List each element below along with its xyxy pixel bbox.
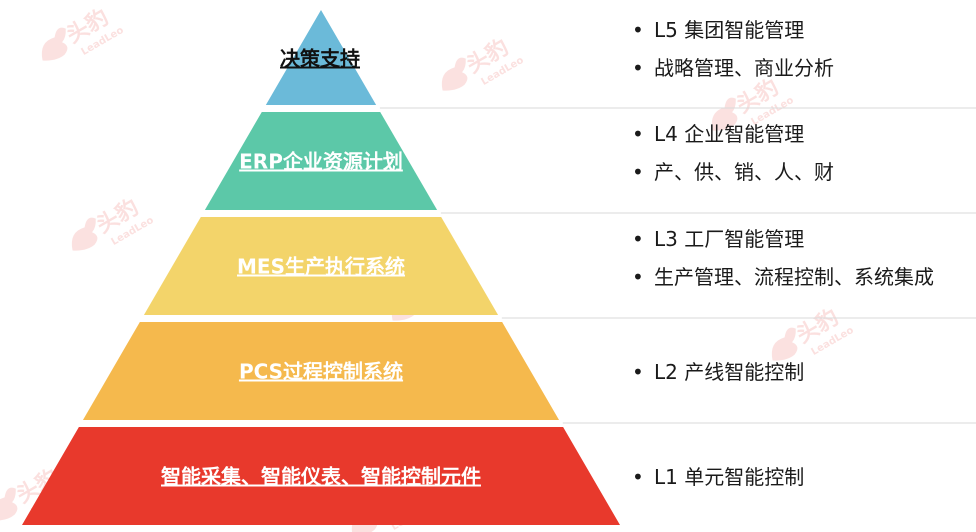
pyramid-layer-shape <box>204 112 438 210</box>
bullet-dot-icon: • <box>632 360 644 384</box>
pyramid-layer-l3: MES生产执行系统 <box>143 217 499 315</box>
bullet-dot-icon: • <box>632 160 644 184</box>
bullet-dot-icon: • <box>632 56 644 80</box>
divider-lines <box>379 107 976 424</box>
bullet-dot-icon: • <box>632 265 644 289</box>
leopard-logo-icon <box>771 327 798 361</box>
leopard-logo-icon <box>41 27 68 61</box>
bullet-text: L3 工厂智能管理 <box>654 227 805 251</box>
bullet-item: • L5 集团智能管理 <box>632 18 804 42</box>
leopard-logo-icon <box>71 217 98 251</box>
bullet-dot-icon: • <box>632 122 644 146</box>
bullet-dot-icon: • <box>632 227 644 251</box>
bullet-item: • L1 单元智能控制 <box>632 465 804 489</box>
leopard-logo-icon <box>441 57 468 91</box>
pyramid-layer-l1: 智能采集、智能仪表、智能控制元件 <box>22 427 620 525</box>
bullet-dot-icon: • <box>632 465 644 489</box>
pyramid-layer-label: MES生产执行系统 <box>237 255 405 279</box>
pyramid-layer-label: 决策支持 <box>280 47 360 71</box>
bullet-item: • 产、供、销、人、财 <box>632 160 834 184</box>
bullet-item: • 生产管理、流程控制、系统集成 <box>632 265 934 289</box>
pyramid-layer-label: 智能采集、智能仪表、智能控制元件 <box>161 465 481 489</box>
bullet-text: L4 企业智能管理 <box>654 122 805 146</box>
bullet-text: L1 单元智能控制 <box>654 465 805 489</box>
bullet-item: • L3 工厂智能管理 <box>632 227 804 251</box>
pyramid-layer-shape <box>82 322 560 420</box>
bullet-item: • 战略管理、商业分析 <box>632 56 834 80</box>
bullet-text: L2 产线智能控制 <box>654 360 805 384</box>
bullet-item: • L4 企业智能管理 <box>632 122 804 146</box>
pyramid-layer-label: PCS过程控制系统 <box>239 360 403 384</box>
pyramid-layer-l2: PCS过程控制系统 <box>82 322 560 420</box>
leopard-logo-icon <box>0 487 18 521</box>
bullet-text: 战略管理、商业分析 <box>654 56 834 80</box>
pyramid-layer-l5: 决策支持 <box>265 10 377 105</box>
pyramid-layer-shape <box>265 10 377 105</box>
leopard-logo-icon <box>711 97 738 131</box>
pyramid-layer-l4: ERP企业资源计划 <box>204 112 438 210</box>
pyramid-layers: 决策支持 ERP企业资源计划 MES生产执行系统 PCS过程控制系统智能采集、智能仪表… <box>22 10 620 525</box>
pyramid-layer-shape <box>22 427 620 525</box>
pyramid-layer-label: ERP企业资源计划 <box>239 150 403 174</box>
bullet-item: • L2 产线智能控制 <box>632 360 804 384</box>
bullet-dot-icon: • <box>632 18 644 42</box>
bullet-text: 产、供、销、人、财 <box>654 160 834 184</box>
pyramid-layer-shape <box>143 217 499 315</box>
bullet-text: L5 集团智能管理 <box>654 18 805 42</box>
bullet-text: 生产管理、流程控制、系统集成 <box>654 265 934 289</box>
